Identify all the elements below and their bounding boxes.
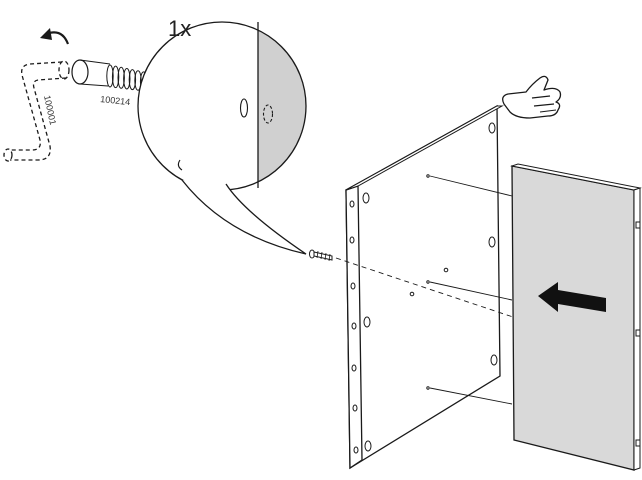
thread-ring	[123, 67, 131, 90]
panel-hole	[349, 200, 355, 208]
quantity-label: 1x	[168, 16, 191, 41]
alignment-lines	[335, 175, 517, 405]
thread-ring	[117, 66, 125, 89]
back-panel	[426, 163, 642, 471]
thread-ring	[128, 69, 137, 91]
back-panel-pin	[635, 439, 641, 447]
magnifier-bubble	[137, 21, 307, 255]
back-panel-pin	[635, 221, 641, 229]
panel-holes	[349, 122, 498, 454]
pilot-hole-hidden	[262, 104, 274, 124]
allen-key-tool	[3, 60, 70, 162]
magnified-panel-edge	[258, 22, 306, 190]
panel-hole	[488, 122, 496, 134]
left-arrow-icon	[538, 282, 606, 312]
panel-hole	[488, 236, 496, 248]
panel-fixing-point	[426, 280, 430, 284]
panel-hole	[351, 322, 357, 330]
panel-fixing-point	[426, 386, 430, 390]
thread-ring	[106, 64, 114, 88]
panel-hole	[362, 192, 370, 204]
screw-part-number: 100214	[100, 94, 131, 107]
panel-fixing-point	[426, 174, 430, 178]
panel-hole	[352, 404, 358, 412]
panel-hole	[490, 354, 498, 366]
panel-hole	[364, 440, 372, 452]
pointing-hand-icon	[502, 75, 562, 119]
small-screw	[309, 249, 333, 262]
back-panel-pins	[426, 174, 641, 447]
thread-ring	[111, 65, 120, 89]
panel-hole	[351, 364, 357, 372]
back-panel-pin	[635, 329, 641, 337]
tool-part-number: 100001	[42, 94, 58, 125]
thread-ring	[134, 70, 142, 91]
rotate-ccw-arrow-icon	[40, 28, 70, 45]
panel-hole	[363, 316, 371, 328]
pilot-hole	[239, 98, 249, 118]
panel-hole	[350, 282, 356, 290]
panel-hole	[443, 267, 449, 273]
panel-hole	[353, 446, 359, 454]
panel-hole	[409, 291, 415, 297]
panel-hole	[349, 236, 355, 244]
